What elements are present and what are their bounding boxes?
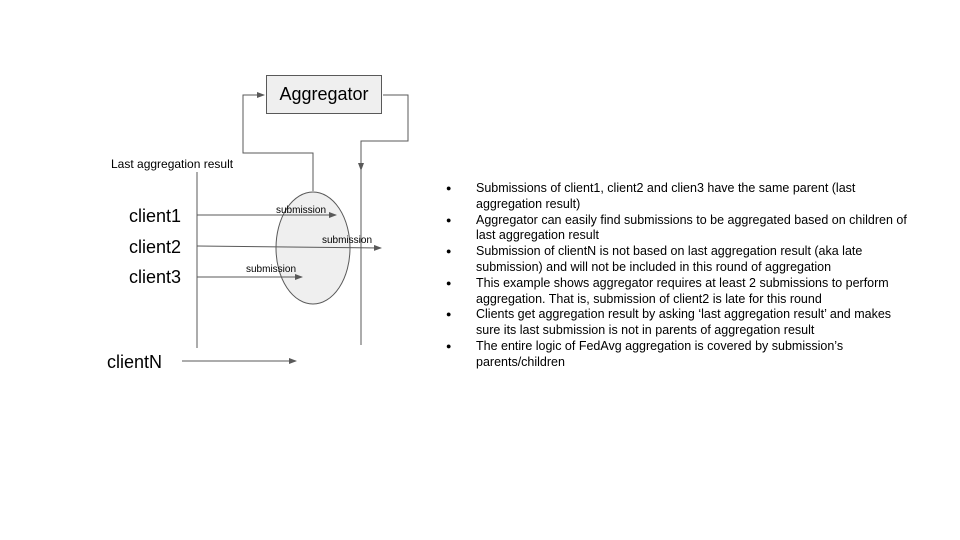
client1-submission-label: submission — [276, 205, 327, 216]
client1-label: client1 — [129, 206, 182, 226]
client2-submission-arrow — [196, 244, 382, 251]
bullet-item: Submissions of client1, client2 and clie… — [446, 181, 908, 213]
last-aggregation-result-label: Last aggregation result — [111, 157, 234, 171]
bullet-item: This example shows aggregator requires a… — [446, 276, 908, 308]
client3-label: client3 — [129, 267, 182, 287]
bullet-item: Aggregator can easily find submissions t… — [446, 213, 908, 245]
client2-submission-label: submission — [322, 235, 373, 246]
aggregator-box: Aggregator — [266, 75, 382, 114]
client2-label: client2 — [129, 237, 182, 257]
ellipse-to-aggregator-connector — [242, 92, 314, 191]
bullet-item: The entire logic of FedAvg aggregation i… — [446, 339, 908, 371]
bullet-item: Submission of clientN is not based on la… — [446, 244, 908, 276]
aggregator-label: Aggregator — [279, 84, 369, 104]
aggregator-to-timeline-connector — [358, 94, 409, 171]
bullet-item: Clients get aggregation result by asking… — [446, 307, 908, 339]
clientN-label: clientN — [107, 352, 163, 372]
client3-submission-label: submission — [246, 264, 297, 275]
notes-bullet-list: Submissions of client1, client2 and clie… — [446, 181, 908, 371]
